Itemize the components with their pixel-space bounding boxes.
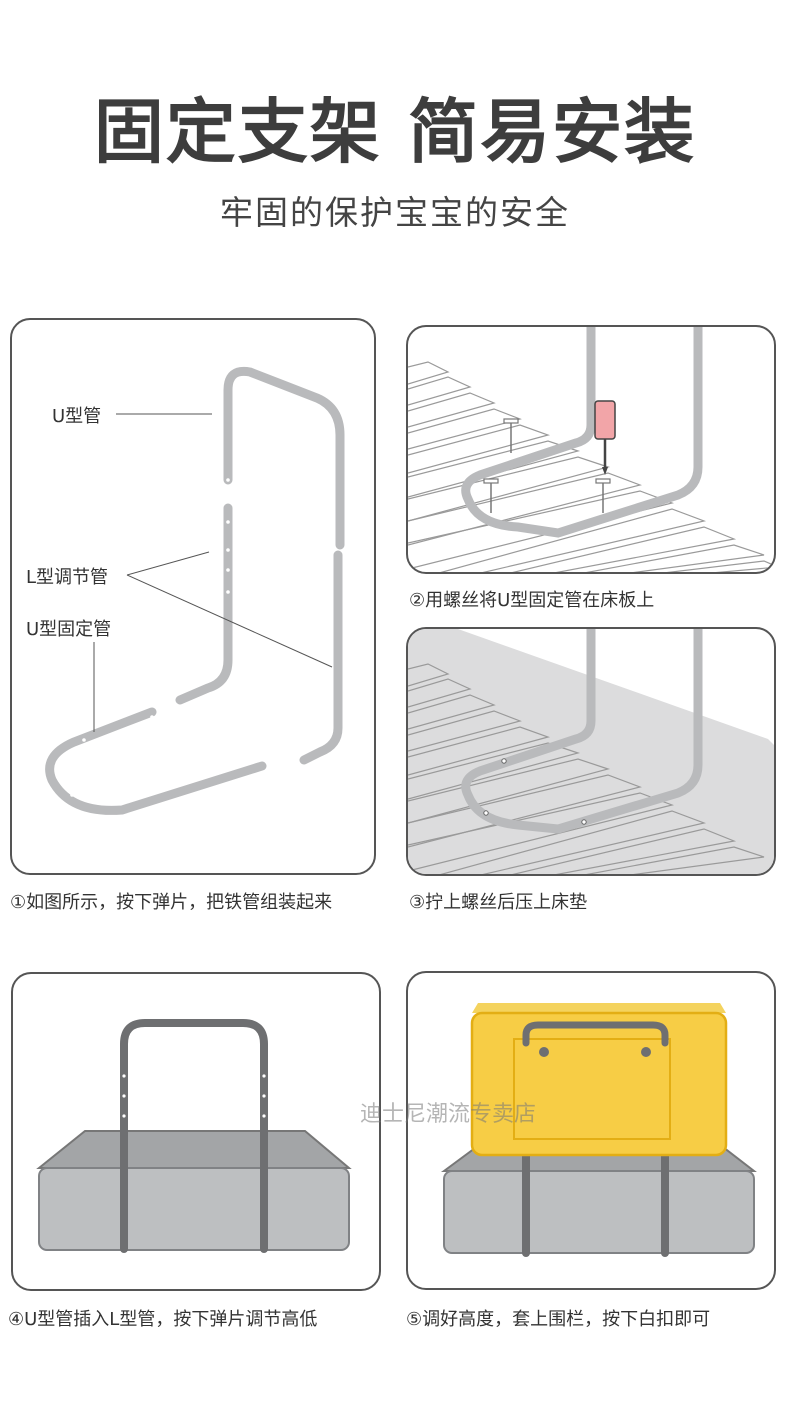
page-title: 固定支架 简易安装 — [93, 91, 697, 173]
step3-panel — [406, 627, 776, 876]
screwdriver-handle — [594, 400, 616, 440]
step5-caption: ⑤调好高度，套上围栏，按下白扣即可 — [406, 1309, 711, 1330]
tube-assembly-illustration — [45, 366, 345, 815]
step2-panel — [406, 325, 776, 574]
height-adjust-illustration — [36, 1019, 352, 1253]
step3-caption: ③拧上螺丝后压上床垫 — [409, 892, 588, 913]
fence-install-illustration — [440, 1003, 757, 1257]
step5-panel — [406, 971, 776, 1290]
step4-caption: ④U型管插入L型管，按下弹片调节高低 — [8, 1309, 318, 1330]
label-u-fixed-tube: U型固定管 — [26, 619, 112, 640]
label-u-tube: U型管 — [52, 406, 102, 427]
step4-panel — [11, 972, 381, 1291]
step1-panel: U型管 L型调节管 U型固定管 — [10, 318, 376, 875]
step2-caption: ②用螺丝将U型固定管在床板上 — [409, 590, 655, 611]
watermark: 迪士尼潮流专卖店 — [360, 1102, 537, 1127]
label-l-adjust-tube: L型调节管 — [26, 567, 109, 588]
step1-caption: ①如图所示，按下弹片，把铁管组装起来 — [10, 892, 333, 913]
page-subtitle: 牢固的保护宝宝的安全 — [220, 193, 570, 232]
mattress-press-illustration — [408, 629, 774, 874]
screw-install-illustration — [408, 327, 774, 572]
